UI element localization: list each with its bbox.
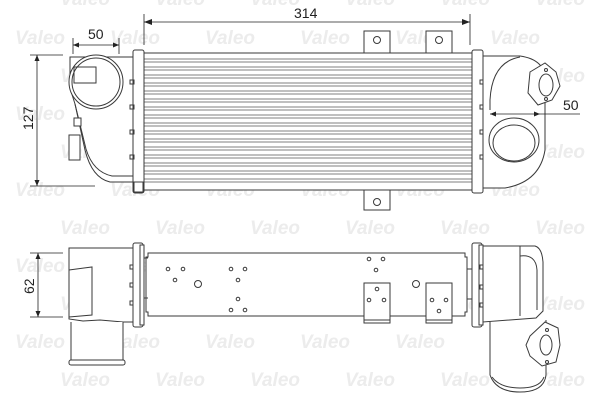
svg-text:Valeo: Valeo (300, 28, 350, 49)
svg-text:Valeo: Valeo (440, 370, 490, 391)
core-fins (144, 58, 472, 183)
svg-text:Valeo: Valeo (15, 28, 65, 49)
radiator-core (143, 52, 473, 191)
front-core-strip (145, 252, 468, 317)
left-outlet-pipe (68, 54, 124, 110)
svg-text:Valeo: Valeo (15, 104, 65, 125)
front-left-header (132, 242, 148, 328)
svg-text:Valeo: Valeo (535, 0, 585, 10)
top-mounting-tab-right (425, 30, 453, 54)
svg-text:Valeo: Valeo (60, 370, 110, 391)
svg-text:Valeo: Valeo (15, 256, 65, 277)
svg-text:Valeo: Valeo (300, 332, 350, 353)
dimension-label-50-left: 50 (88, 26, 104, 42)
dimension-label-314: 314 (294, 5, 318, 21)
svg-text:Valeo: Valeo (110, 28, 160, 49)
svg-text:Valeo: Valeo (250, 370, 300, 391)
dimension-depth: 62 (21, 252, 63, 318)
right-outlet-pipe (488, 117, 540, 163)
svg-text:Valeo: Valeo (155, 0, 205, 10)
svg-text:Valeo: Valeo (345, 0, 395, 10)
front-right-end-tank (479, 245, 544, 323)
dimension-label-127: 127 (20, 106, 36, 130)
svg-text:Valeo: Valeo (15, 332, 65, 353)
svg-text:Valeo: Valeo (535, 142, 585, 163)
top-view: 314 50 50 127 (20, 5, 580, 211)
dimension-left-outlet: 50 (72, 26, 120, 54)
svg-text:Valeo: Valeo (345, 370, 395, 391)
front-view: 62 (21, 242, 561, 393)
svg-text:Valeo: Valeo (205, 28, 255, 49)
front-left-end-tank (68, 247, 134, 323)
dimension-label-62: 62 (21, 278, 37, 294)
top-mounting-tab-left (363, 30, 391, 54)
front-bracket-left (363, 282, 391, 324)
svg-text:Valeo: Valeo (250, 0, 300, 10)
front-right-sensor-flange (525, 321, 561, 367)
right-sensor-flange (527, 62, 561, 106)
front-bracket-right (425, 282, 453, 324)
svg-text:Valeo: Valeo (535, 370, 585, 391)
svg-text:Valeo: Valeo (535, 218, 585, 239)
svg-text:Valeo: Valeo (205, 332, 255, 353)
svg-text:Valeo: Valeo (535, 294, 585, 315)
svg-text:Valeo: Valeo (155, 218, 205, 239)
dimension-right-outlet: 50 (490, 97, 580, 117)
left-header-plate (132, 49, 145, 194)
dimension-overall-width: 314 (143, 5, 471, 45)
svg-text:Valeo: Valeo (155, 370, 205, 391)
svg-text:Valeo: Valeo (60, 218, 110, 239)
svg-text:Valeo: Valeo (490, 28, 540, 49)
dimension-height: 127 (20, 54, 95, 187)
svg-text:Valeo: Valeo (440, 0, 490, 10)
svg-text:Valeo: Valeo (440, 218, 490, 239)
front-left-outlet-pipe (68, 322, 126, 366)
svg-text:Valeo: Valeo (60, 0, 110, 10)
right-header-plate (471, 49, 485, 194)
bottom-mounting-tab (363, 187, 391, 211)
svg-text:Valeo: Valeo (250, 218, 300, 239)
svg-text:Valeo: Valeo (395, 332, 445, 353)
svg-text:Valeo: Valeo (345, 218, 395, 239)
dimension-label-50-right: 50 (563, 97, 579, 113)
svg-text:Valeo: Valeo (15, 180, 65, 201)
